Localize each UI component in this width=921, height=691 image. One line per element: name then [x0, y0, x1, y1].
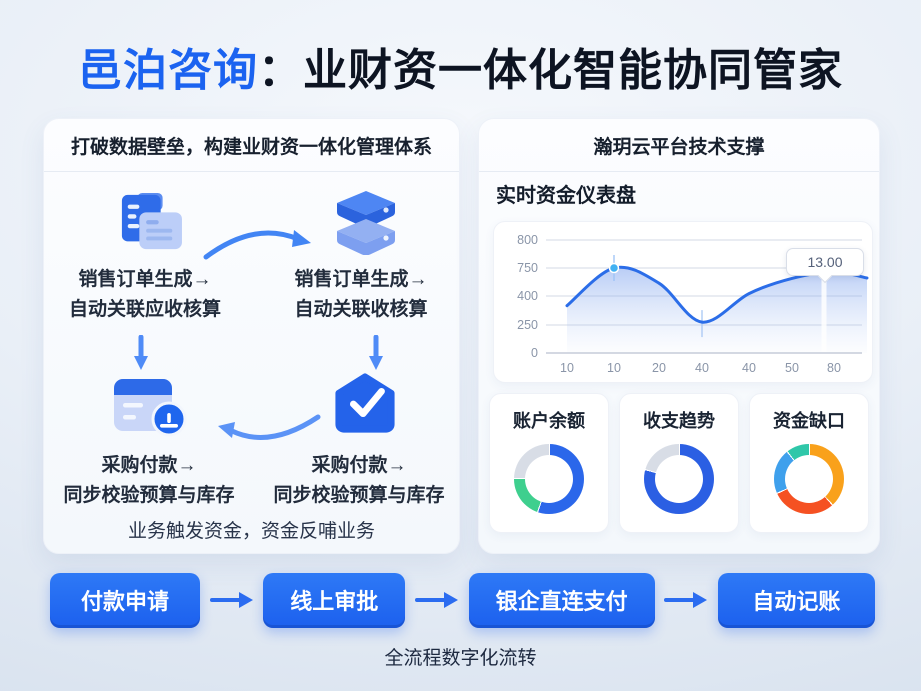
- fund-line-chart: 800 750 400 250 0 10 10 20: [517, 233, 869, 375]
- process-flow-row: 付款申请 线上审批 银企直连支付 自动记账: [50, 572, 875, 628]
- mini-card-funding-gap: 资金缺口: [749, 393, 869, 533]
- mini-card-title: 资金缺口: [773, 411, 845, 431]
- page-title-rest: ：业财资一体化智能协同管家: [258, 46, 843, 95]
- mini-card-income-expense-trend: 收支趋势: [619, 393, 739, 533]
- y-tick: 400: [517, 289, 538, 303]
- flow-step-line1: 销售订单生成→: [78, 269, 212, 290]
- flow-step-line1: 采购付款→: [311, 455, 407, 476]
- flow-step-sales-revenue: 销售订单生成→ 自动关联收核算: [258, 265, 464, 325]
- brand-name: 邑泊咨询: [78, 46, 258, 95]
- flow-step-sales-receivable: 销售订单生成→ 自动关联应收核算: [42, 265, 248, 325]
- right-panel: 瀚玥云平台技术支撑 实时资金仪表盘: [478, 118, 880, 554]
- chart-tooltip: 13.00: [786, 248, 864, 276]
- flow-step-line1: 采购付款→: [101, 455, 197, 476]
- x-axis-labels: 10 10 20 40 40 50 80: [560, 361, 841, 375]
- flow-step-line2: 同步校验预算与库存: [273, 485, 445, 506]
- process-caption: 全流程数字化流转: [384, 648, 537, 669]
- x-tick: 50: [785, 361, 799, 375]
- online-approval-button[interactable]: 线上审批: [263, 572, 406, 628]
- fund-line-chart-card: 800 750 400 250 0 10 10 20: [493, 221, 873, 383]
- y-axis-labels: 800 750 400 250 0: [517, 233, 538, 360]
- peak-marker-dot: [608, 262, 620, 274]
- x-tick: 20: [652, 361, 666, 375]
- account-balance-donut-chart: [514, 444, 584, 514]
- mini-card-account-balance: 账户余额: [489, 393, 609, 533]
- payment-request-button[interactable]: 付款申请: [50, 572, 200, 628]
- flow-step-line1: 销售订单生成→: [294, 269, 428, 290]
- mini-card-title: 账户余额: [513, 411, 585, 431]
- documents-icon: [116, 191, 184, 253]
- bank-direct-payment-button[interactable]: 银企直连支付: [468, 572, 655, 628]
- dashboard-title: 实时资金仪表盘: [496, 185, 636, 207]
- flow-step-line2: 同步校验预算与库存: [63, 485, 235, 506]
- y-tick: 800: [517, 233, 538, 247]
- mini-card-title: 收支趋势: [643, 411, 715, 431]
- left-panel-header: 打破数据壁垒，构建业财资一体化管理体系: [44, 119, 459, 172]
- flow-step-purchase-right: 采购付款→ 同步校验预算与库存: [256, 451, 462, 511]
- auto-bookkeeping-button[interactable]: 自动记账: [717, 572, 875, 628]
- x-tick: 40: [742, 361, 756, 375]
- left-panel-caption: 业务触发资金，资金反哺业务: [127, 521, 375, 542]
- database-stack-icon: [331, 189, 401, 255]
- page-title: 邑泊咨询：业财资一体化智能协同管家: [0, 34, 921, 98]
- arrow-down-icon: [369, 335, 383, 370]
- funding-gap-donut-chart: [774, 444, 844, 514]
- curve-arrow-left-icon: [218, 414, 321, 440]
- curve-arrow-right-icon: [203, 230, 311, 260]
- x-tick: 10: [607, 361, 621, 375]
- payment-card-clock-icon: [112, 375, 188, 439]
- y-tick: 0: [531, 346, 538, 360]
- x-tick: 10: [560, 361, 574, 375]
- y-tick: 250: [517, 318, 538, 332]
- x-tick: 80: [827, 361, 841, 375]
- flow-step-purchase-left: 采购付款→ 同步校验预算与库存: [46, 451, 252, 511]
- process-arrow-icon: [414, 592, 458, 608]
- y-tick: 750: [517, 261, 538, 275]
- income-expense-donut-chart: [644, 444, 714, 514]
- warehouse-check-icon: [331, 371, 399, 435]
- chart-area-fill: [567, 267, 867, 353]
- x-tick: 40: [695, 361, 709, 375]
- process-arrow-icon: [209, 592, 253, 608]
- arrow-down-icon: [134, 335, 148, 370]
- right-panel-header: 瀚玥云平台技术支撑: [479, 119, 879, 172]
- flow-step-line2: 自动关联收核算: [294, 299, 428, 320]
- process-arrow-icon: [664, 592, 708, 608]
- flow-step-line2: 自动关联应收核算: [68, 299, 221, 320]
- left-panel: 打破数据壁垒，构建业财资一体化管理体系: [43, 118, 460, 554]
